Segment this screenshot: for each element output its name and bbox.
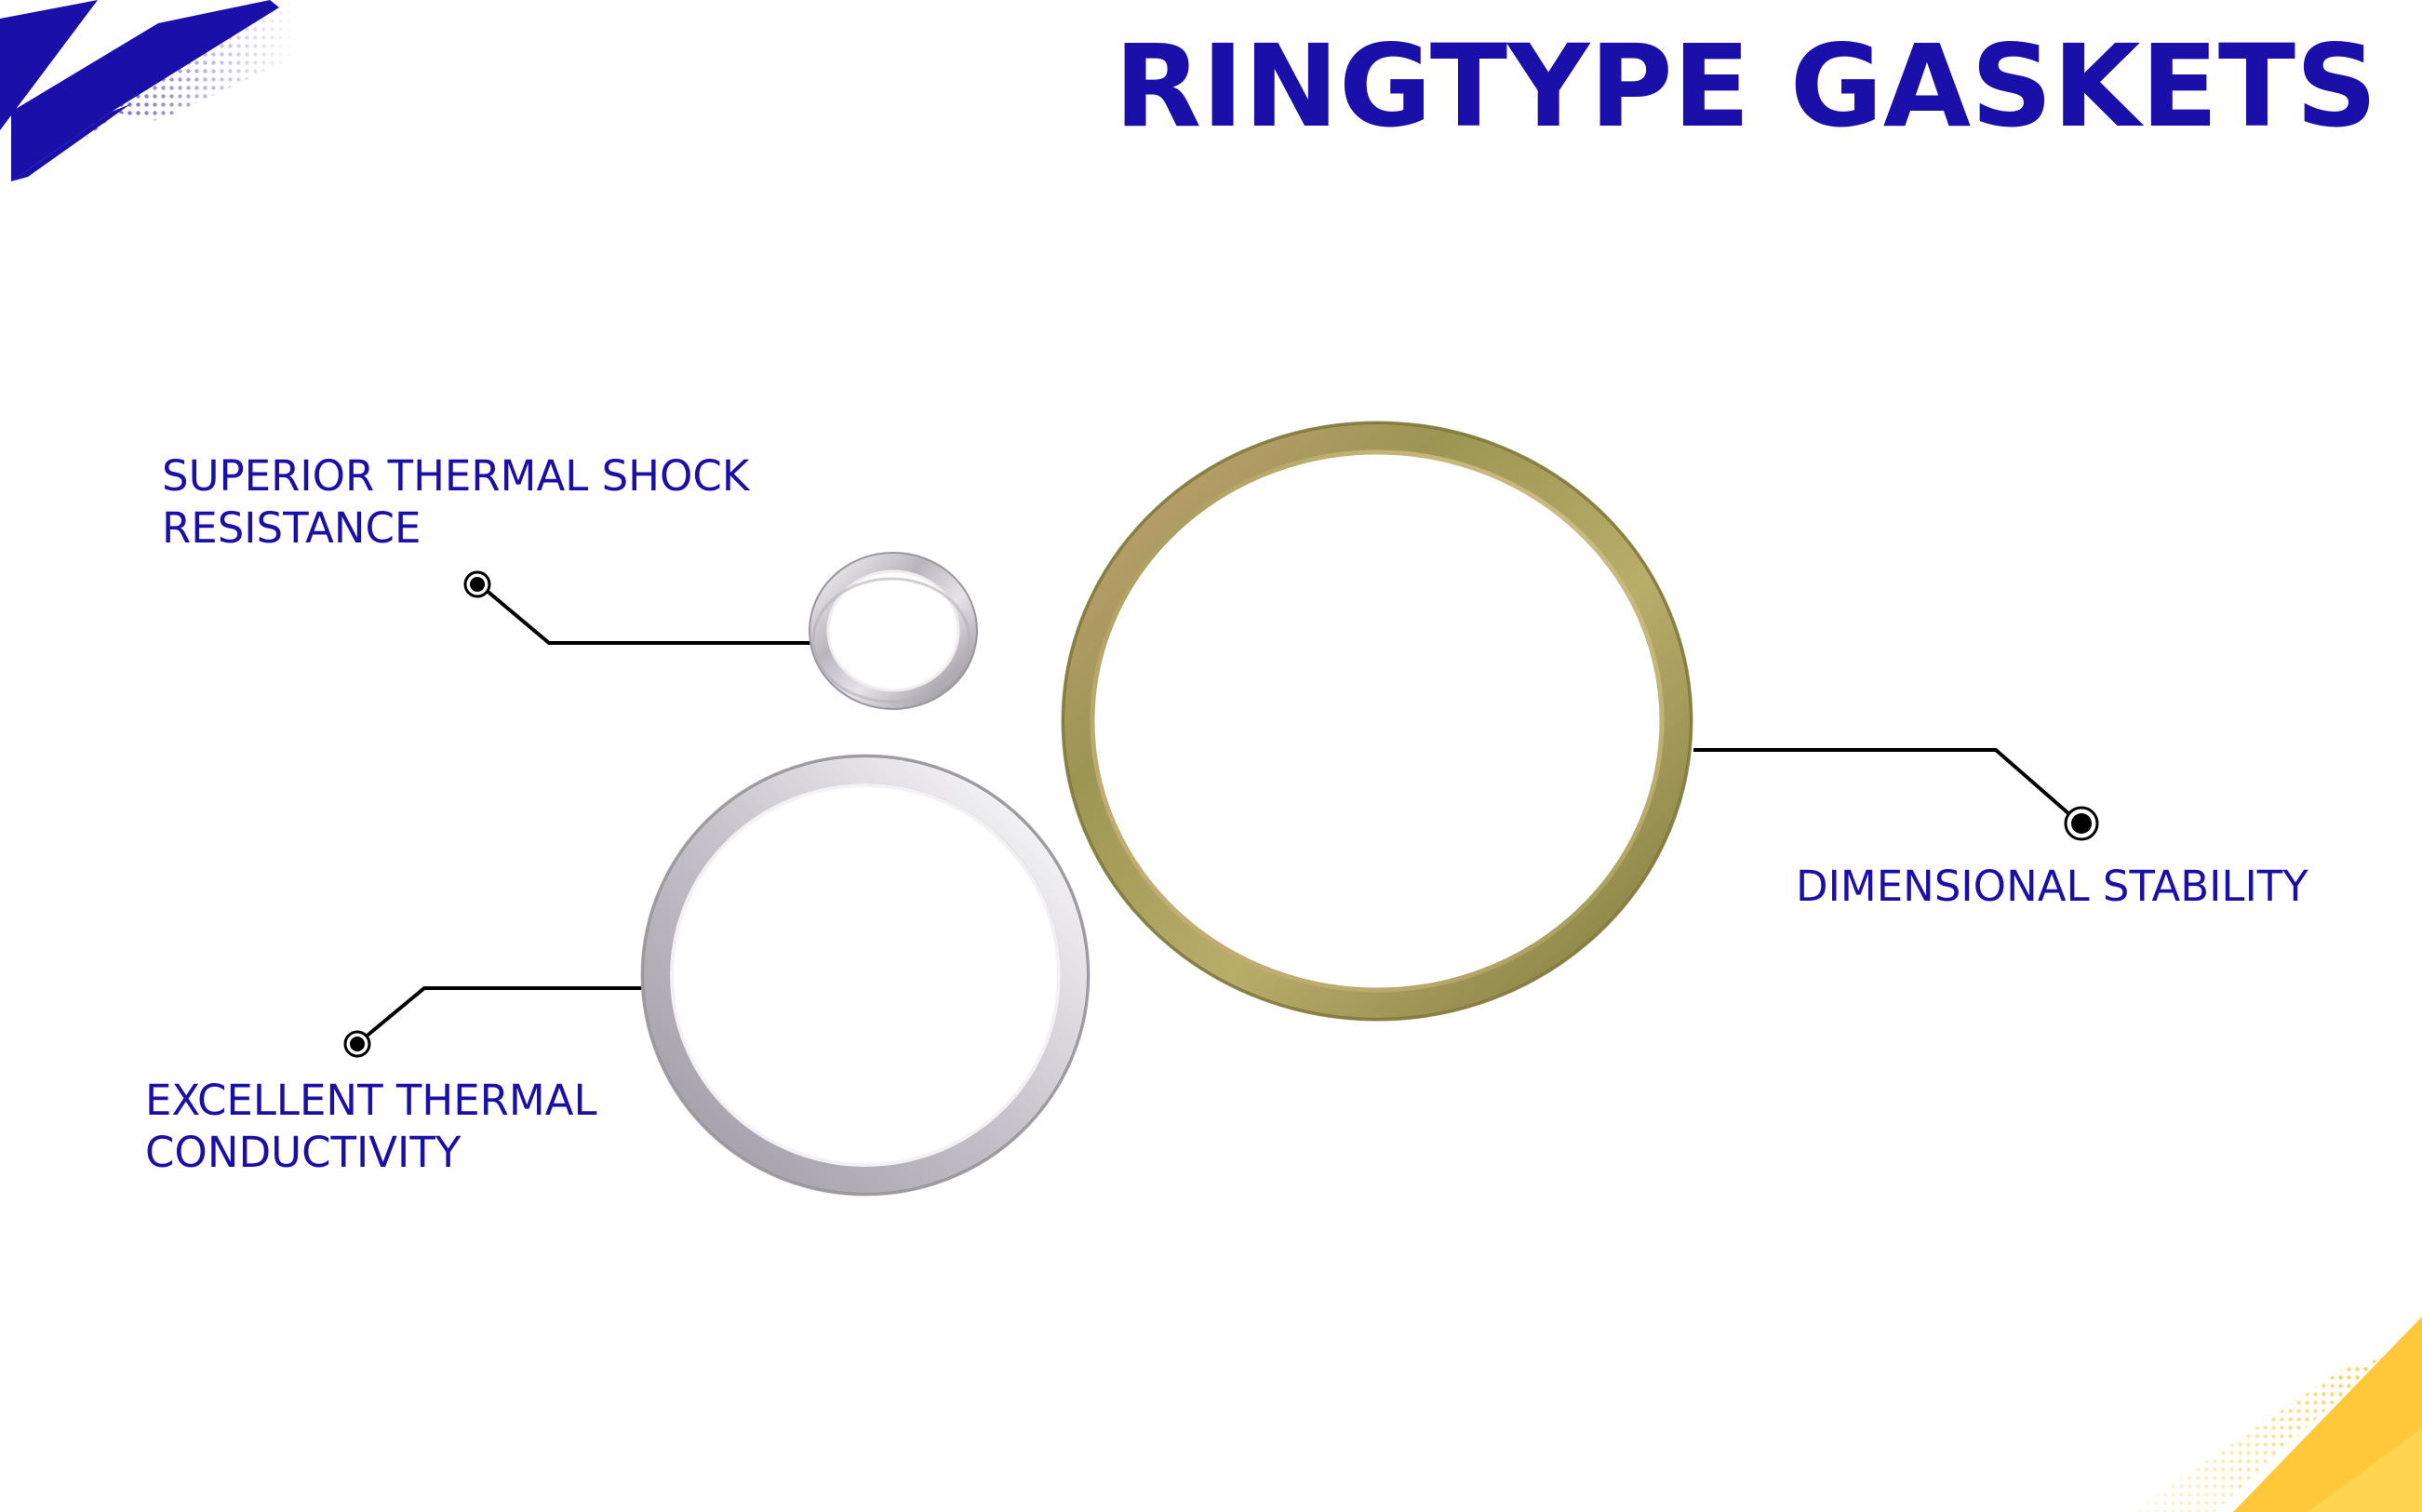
callout-line — [1693, 748, 2079, 823]
feature-label-thermal-conductivity: EXCELLENT THERMAL CONDUCTIVITY — [145, 1075, 597, 1179]
blue-dot-halftone — [37, 0, 298, 140]
callout-thermal-shock — [463, 570, 815, 645]
feature-label-line: CONDUCTIVITY — [145, 1128, 462, 1177]
large-ring-gasket — [1061, 421, 1693, 1022]
feature-label-line: DIMENSIONAL STABILITY — [1796, 862, 2308, 911]
feature-label-thermal-shock-resistance: SUPERIOR THERMAL SHOCK RESISTANCE — [162, 450, 749, 555]
callout-dimensional-stability — [1693, 748, 2099, 841]
medium-ring-gasket — [640, 754, 1091, 1197]
small-ring-gasket — [809, 552, 978, 710]
feature-label-dimensional-stability: DIMENSIONAL STABILITY — [1796, 861, 2308, 913]
blue-stripe-1 — [0, 0, 98, 130]
target-dot-icon — [463, 570, 491, 598]
feature-label-line: SUPERIOR THERMAL SHOCK — [162, 451, 750, 501]
slide-title: RINGTYPE GASKETS — [1114, 20, 2377, 153]
callout-line — [477, 582, 815, 645]
callout-line — [357, 986, 649, 1044]
callout-thermal-conductivity — [343, 986, 649, 1058]
target-dot-icon — [343, 1030, 371, 1058]
yellow-dot-halftone — [2131, 1358, 2382, 1512]
corner-decoration-top-left — [0, 0, 298, 181]
feature-label-line: RESISTANCE — [162, 503, 422, 553]
target-dot-icon — [2064, 806, 2099, 841]
feature-label-line: EXCELLENT THERMAL — [145, 1076, 597, 1125]
corner-decoration-bottom-right — [2131, 1317, 2422, 1512]
yellow-stripe-2 — [2308, 1428, 2422, 1512]
